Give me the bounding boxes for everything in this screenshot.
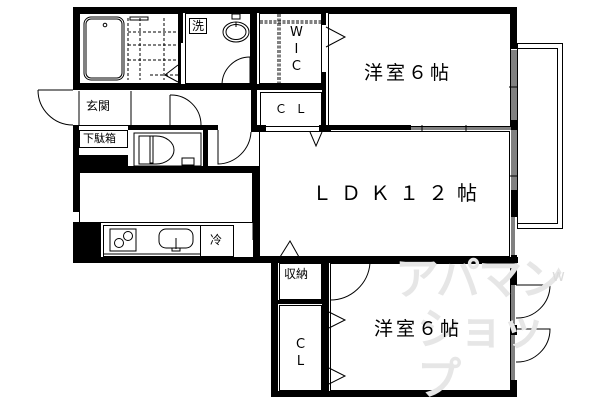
wic-door-arrow	[325, 26, 347, 48]
room-label-bedroom-north: 洋室６帖	[364, 62, 453, 84]
bathtub	[83, 16, 125, 81]
closet-door-arrow-lower	[328, 367, 347, 385]
wic-char-w: W	[290, 25, 303, 40]
bath-door-swing	[164, 64, 179, 83]
room-label-fridge: 冷	[210, 233, 223, 247]
room-label-entrance: 玄関	[86, 99, 111, 113]
room-label-storage: 収納	[284, 267, 309, 281]
bedroom-south-door-swing	[329, 262, 371, 301]
wic-char-c: C	[291, 59, 301, 74]
stove	[109, 228, 137, 252]
closet-door-arrow-upper	[328, 311, 347, 329]
room-label-shoe-box: 下駄箱	[83, 132, 116, 145]
balcony	[517, 43, 563, 229]
room-label-closet-south: C L	[296, 338, 305, 368]
closet-south-char-c: C	[296, 337, 306, 352]
ldk-door-marker-south	[279, 240, 300, 258]
toilet	[133, 132, 202, 167]
bath-shelf	[129, 16, 149, 21]
kitchen-sink	[158, 228, 194, 252]
room-label-bedroom-south: 洋室６帖	[374, 318, 463, 340]
interior-walls	[79, 7, 411, 397]
wic-char-i: I	[294, 42, 299, 57]
fridge-space	[200, 225, 234, 257]
wic-rail	[260, 14, 321, 83]
washbasin	[222, 13, 250, 43]
kitchen-counter	[103, 225, 201, 257]
ldk-door-marker-north	[309, 131, 323, 148]
room-label-wic: W I C	[290, 26, 303, 73]
balcony-windows	[509, 50, 518, 255]
washroom-door-swing	[221, 56, 251, 86]
exterior-walls	[73, 7, 518, 397]
room-label-closet-north: ＣＬ	[275, 102, 316, 116]
ldk-door-swing	[217, 130, 252, 165]
entrance-door-swing	[37, 89, 74, 126]
closet-south-char-l: L	[296, 354, 305, 369]
bedroom-north-window	[380, 125, 511, 131]
shower-area	[127, 18, 178, 80]
room-label-washroom: 洗	[189, 18, 208, 34]
corridor-door-swing	[169, 94, 202, 126]
bedroom-south-windows	[511, 284, 551, 380]
room-label-ldk: ＬＤＫ１２帖	[312, 181, 486, 205]
